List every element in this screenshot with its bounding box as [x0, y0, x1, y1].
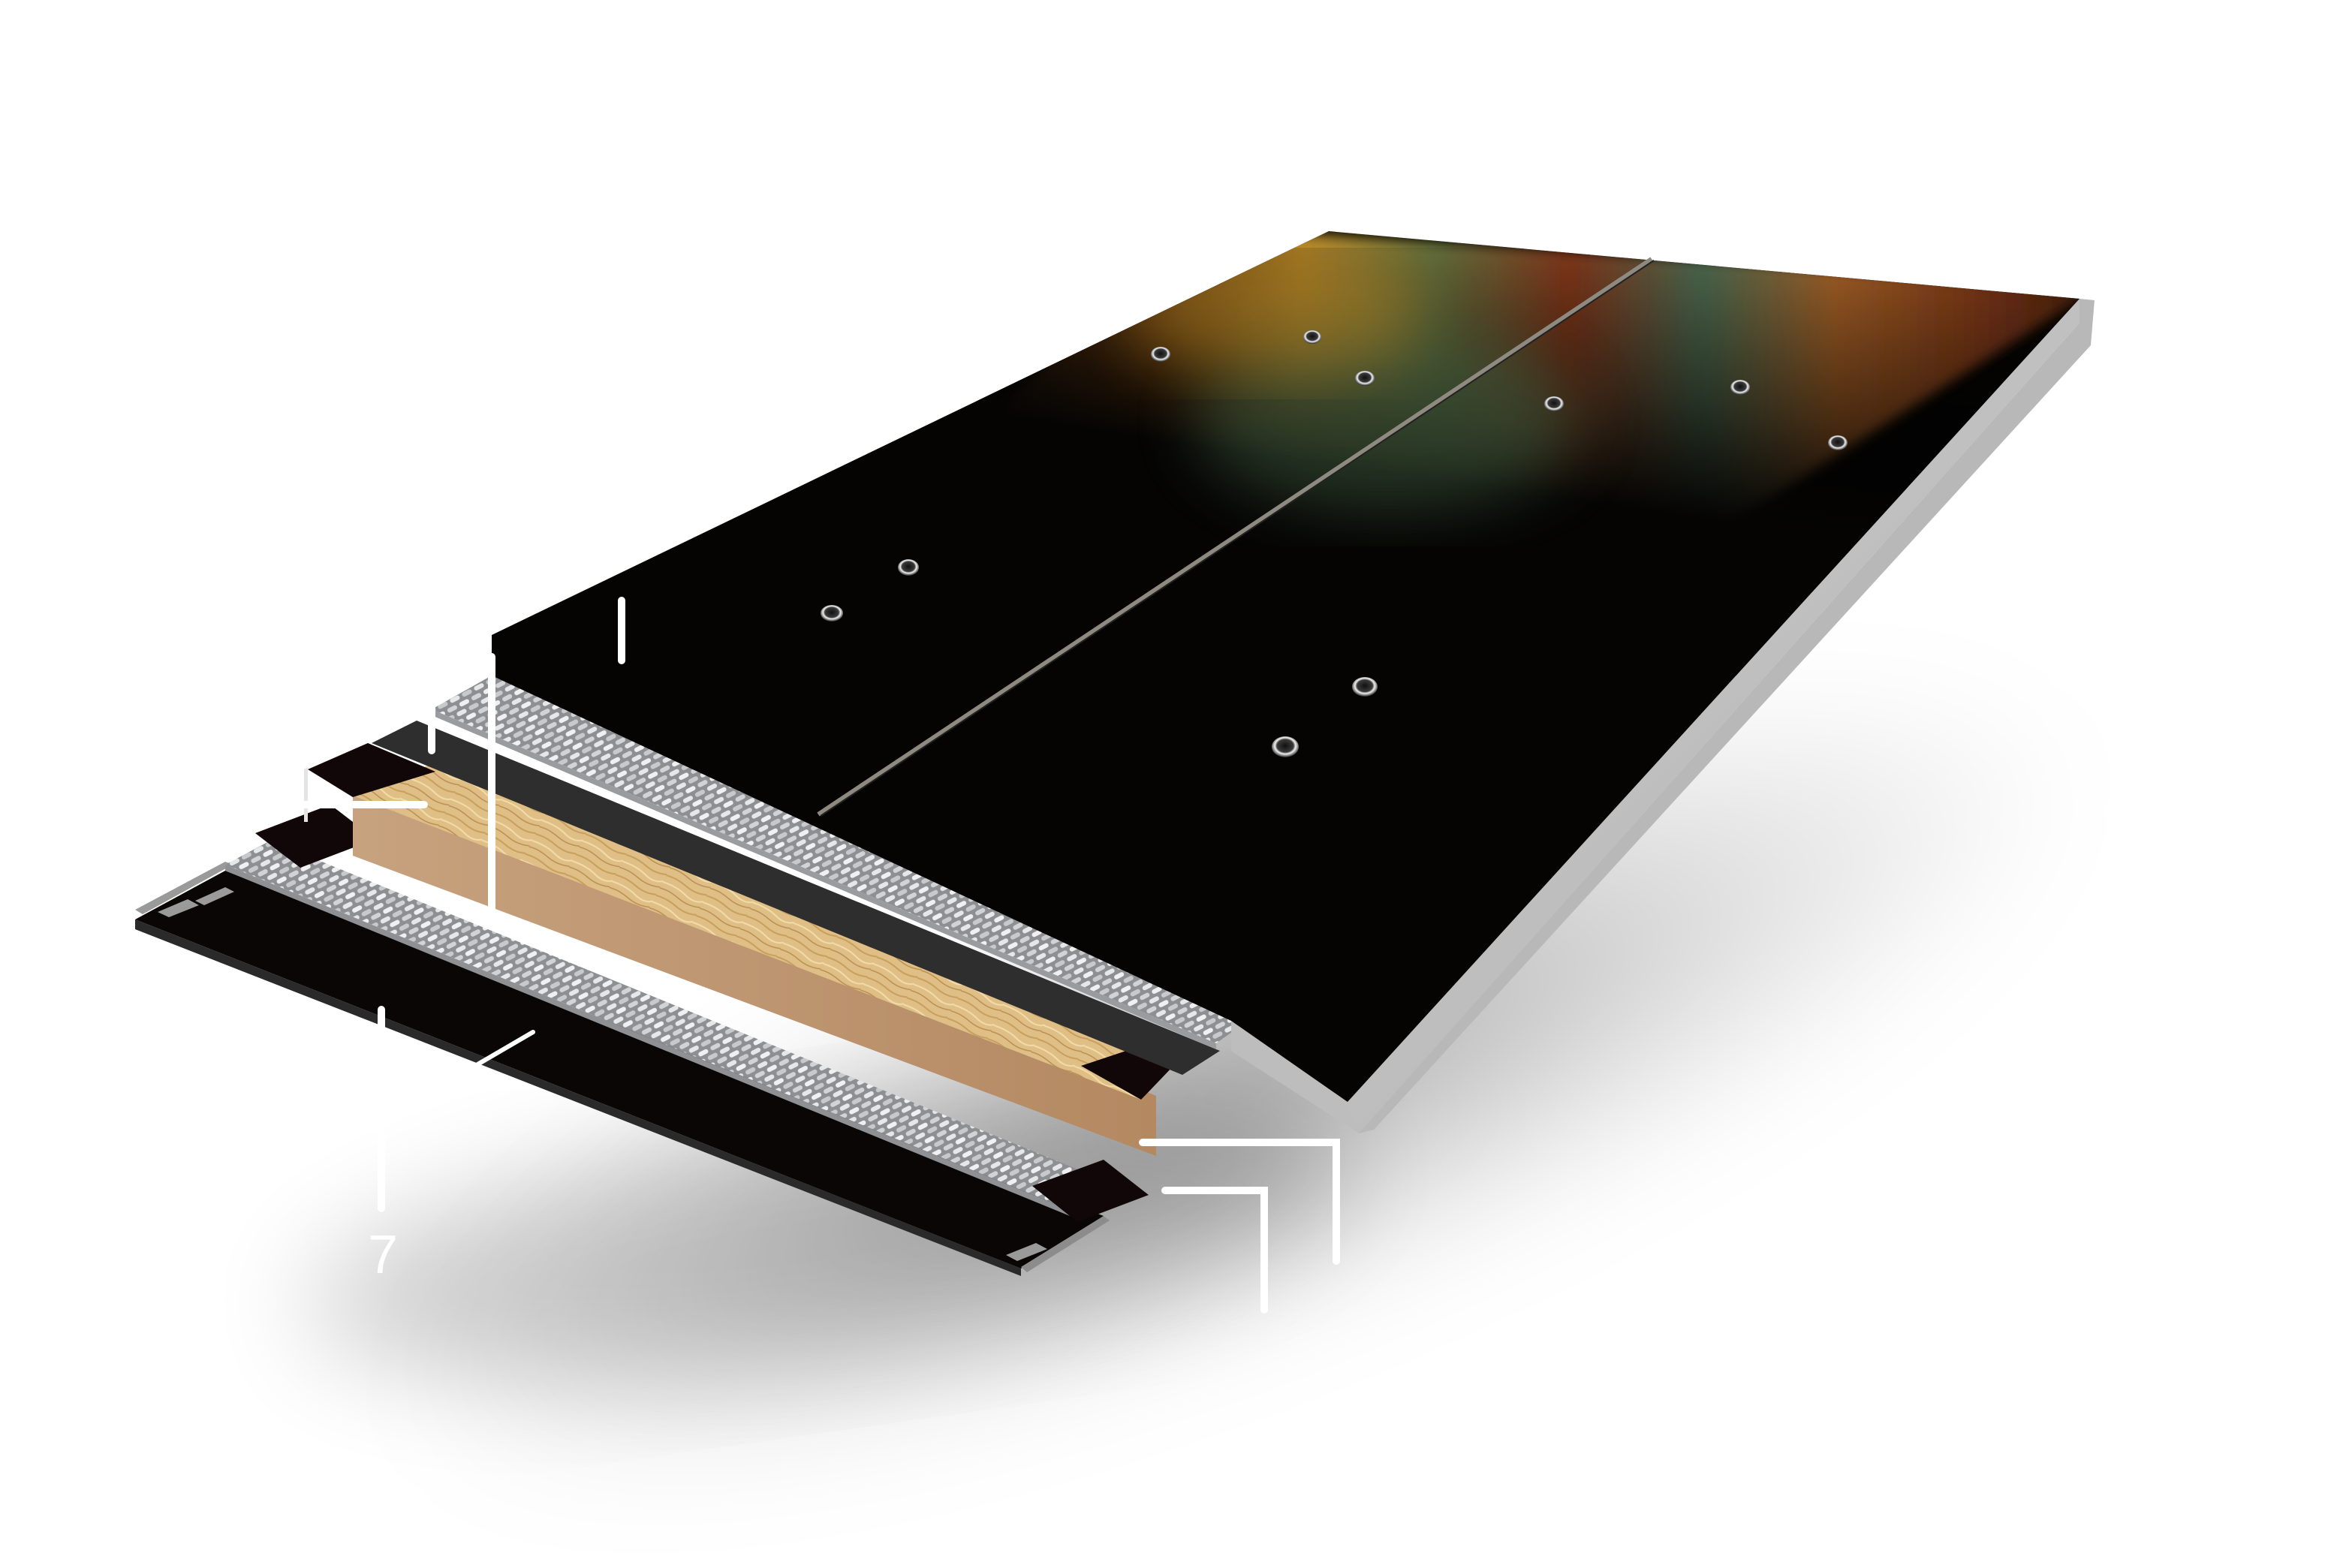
insert-icon: [1544, 396, 1564, 411]
insert-icon: [1730, 380, 1750, 395]
layer-topsheet: [492, 231, 2079, 1102]
layer-lower-fiberglass: [225, 841, 1119, 1217]
center-seam: [817, 257, 1653, 817]
insert-icon: [1151, 347, 1170, 362]
layer-base: [135, 862, 1110, 1276]
layer-sidewall: [1231, 299, 2095, 1133]
layer-rubber-damping: [372, 721, 1220, 1075]
insert-icon: [1828, 435, 1848, 450]
callout-6-line: [441, 1030, 535, 1087]
callout-8-line: [1161, 1187, 1268, 1314]
callout-7-label: 7: [368, 1225, 399, 1285]
layer-upper-fiberglass: [432, 676, 1269, 1049]
insert-icon: [1303, 330, 1321, 344]
callout-3-line: [417, 687, 435, 754]
insert-icon: [1272, 736, 1299, 757]
insert-icon: [898, 559, 919, 576]
callout-7-line: [1139, 1139, 1340, 1265]
callout-leader-lines: [300, 597, 1340, 1314]
insert-icon: [821, 605, 843, 621]
insert-icon: [1352, 677, 1378, 697]
binding-inserts: [821, 330, 1848, 757]
insert-icon: [1355, 371, 1375, 386]
base-edge-tabs: [158, 887, 1047, 1261]
layer-lower-edge-blocks: [255, 805, 1149, 1222]
